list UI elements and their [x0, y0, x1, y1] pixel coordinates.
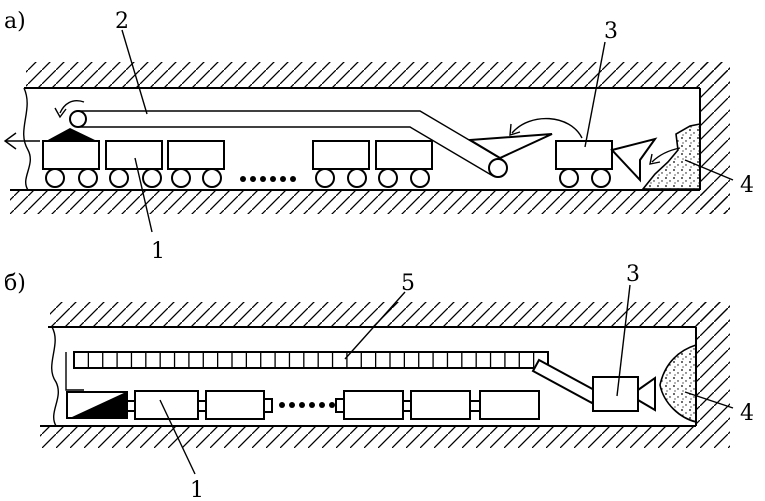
- panel-a: а): [3, 9, 754, 264]
- loader-transfer-arrow-icon: [509, 123, 521, 136]
- mine-car-body: [42, 140, 100, 170]
- tunnel-b-face-rock: [696, 302, 730, 448]
- mine-car-body: [205, 390, 265, 420]
- segmented-conveyor: [65, 351, 600, 405]
- car-coupling: [335, 398, 345, 413]
- loaded-ore-heap: [46, 128, 97, 141]
- mine-car-body: [105, 140, 163, 170]
- car-wheel: [410, 168, 430, 188]
- conveyor-b-support: [65, 352, 84, 391]
- car-wheel: [142, 168, 162, 188]
- callout-line-4: [684, 159, 734, 181]
- car-wheel: [347, 168, 367, 188]
- callout-a-3: 3: [604, 19, 618, 44]
- tunnel-a-floor-rock: [10, 190, 730, 214]
- car-coupling: [469, 400, 481, 412]
- callout-b-3: 3: [626, 262, 640, 287]
- callout-b-1: 1: [190, 478, 204, 501]
- mine-car-body: [410, 390, 471, 420]
- car-wheel: [591, 168, 611, 188]
- mine-car-empty: [375, 140, 433, 188]
- loader-body: [592, 376, 639, 412]
- haulage-direction-arrow-icon: [3, 132, 17, 150]
- callout-line-1b: [159, 399, 196, 475]
- car-wheel: [378, 168, 398, 188]
- conveyor-a-discharge-curve: [59, 100, 85, 114]
- car-wheel: [315, 168, 335, 188]
- mine-car-body: [375, 140, 433, 170]
- car-wheel: [559, 168, 579, 188]
- tunnel-b-break-line: [51, 326, 59, 427]
- broken-rock-pile-a: [641, 123, 701, 190]
- callout-b-5: 5: [401, 271, 415, 296]
- mine-car-loaded: [42, 128, 100, 188]
- conveyor-a-tail-pulley: [488, 158, 508, 178]
- tunnel-a-face-rock: [700, 62, 730, 214]
- car-continuation-dots: [240, 176, 296, 182]
- muck-pickup-arrow-icon: [649, 153, 661, 165]
- tunnel-b-floor-rock: [40, 426, 700, 448]
- conveyor-a-head-pulley: [69, 110, 87, 128]
- panel-b: б): [4, 262, 754, 501]
- car-coupling: [263, 398, 273, 413]
- mine-car-body: [167, 140, 225, 170]
- car-continuation-dots: [279, 402, 335, 408]
- callout-a-2: 2: [115, 9, 129, 34]
- car-wheel: [45, 168, 65, 188]
- callout-a-4: 4: [740, 173, 754, 198]
- mine-car-body: [343, 390, 404, 420]
- broken-rock-pile-b: [659, 343, 697, 424]
- mine-car-empty: [167, 140, 225, 188]
- car-coupling: [402, 400, 412, 412]
- callout-a-1: 1: [151, 239, 165, 264]
- loader-transfer-curve: [511, 117, 583, 139]
- callout-b-4: 4: [740, 401, 754, 426]
- tunnel-b-roof-rock: [50, 302, 730, 328]
- callout-line-3b: [616, 284, 631, 397]
- car-coupling: [126, 400, 136, 412]
- locomotive-ore-load: [72, 392, 126, 417]
- car-wheel: [171, 168, 191, 188]
- loader-body: [555, 140, 613, 170]
- car-wheel: [202, 168, 222, 188]
- conveyor-a-discharge-arrow-icon: [54, 107, 67, 119]
- train-b: [66, 390, 540, 420]
- car-wheel: [78, 168, 98, 188]
- car-wheel: [109, 168, 129, 188]
- car-coupling: [197, 400, 207, 412]
- mine-car-body: [312, 140, 370, 170]
- callout-line-5: [344, 291, 406, 360]
- callout-line-3: [584, 41, 606, 148]
- callout-line-4b: [684, 391, 734, 409]
- callout-line-2: [121, 29, 148, 115]
- tunnel-a-break-line: [23, 87, 31, 191]
- callout-line-1: [134, 157, 153, 233]
- mine-car-empty: [105, 140, 163, 188]
- panel-a-label: а): [4, 9, 26, 34]
- mine-car-empty: [312, 140, 370, 188]
- loader-bucket: [610, 137, 658, 183]
- mine-car-body: [479, 390, 540, 420]
- loading-machine-b: [592, 376, 656, 412]
- loading-machine-a: [509, 117, 681, 188]
- panel-b-label: б): [4, 271, 26, 296]
- conveyor-b-frame: [73, 351, 549, 369]
- tunnel-a-roof-rock: [26, 62, 730, 89]
- conveyor-a-hopper: [466, 133, 553, 160]
- loader-bucket: [637, 376, 656, 412]
- conveyor-a-lower-belt: [78, 126, 494, 177]
- conveyor-b-segments: [87, 352, 535, 368]
